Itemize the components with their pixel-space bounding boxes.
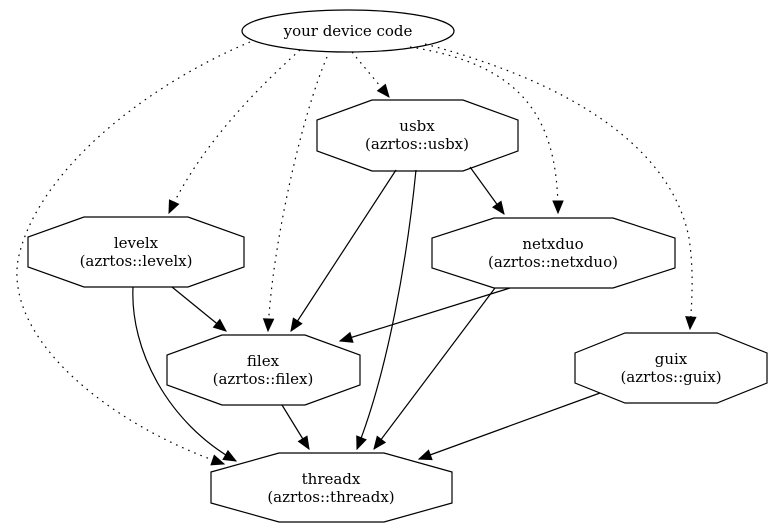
edge-netxduo-filex	[340, 287, 511, 341]
filex-label: filex	[247, 352, 280, 370]
netxduo-sublabel: (azrtos::netxduo)	[488, 253, 618, 271]
node-netxduo: netxduo (azrtos::netxduo)	[431, 217, 676, 289]
edge-usbx-threadx	[357, 169, 417, 449]
filex-octagon	[166, 334, 361, 406]
usbx-octagon	[316, 99, 519, 172]
node-usbx: usbx (azrtos::usbx)	[316, 99, 519, 172]
threadx-octagon	[210, 452, 453, 523]
guix-sublabel: (azrtos::guix)	[620, 368, 721, 386]
usbx-label: usbx	[399, 117, 435, 135]
edge-filex-threadx	[281, 404, 309, 449]
threadx-label: threadx	[302, 470, 361, 488]
filex-sublabel: (azrtos::filex)	[213, 370, 314, 388]
device-ellipse	[241, 9, 455, 53]
edge-levelx-filex	[171, 286, 226, 331]
edge-group	[16, 41, 692, 464]
edge-device-levelx	[168, 49, 301, 213]
edge-device-guix	[424, 43, 692, 329]
edge-usbx-netxduo	[469, 166, 504, 214]
netxduo-octagon	[431, 217, 676, 289]
guix-label: guix	[655, 350, 688, 368]
node-levelx: levelx (azrtos::levelx)	[27, 216, 245, 288]
edge-guix-threadx	[419, 392, 601, 459]
threadx-sublabel: (azrtos::threadx)	[267, 488, 394, 506]
levelx-sublabel: (azrtos::levelx)	[80, 252, 193, 270]
guix-octagon	[574, 332, 768, 404]
node-threadx: threadx (azrtos::threadx)	[210, 452, 453, 523]
edge-netxduo-threadx	[374, 287, 496, 449]
edge-device-filex	[268, 56, 328, 331]
netxduo-label: netxduo	[522, 235, 583, 253]
device-label: your device code	[283, 22, 413, 40]
node-device: your device code	[241, 9, 455, 53]
node-filex: filex (azrtos::filex)	[166, 334, 361, 406]
usbx-sublabel: (azrtos::usbx)	[365, 135, 469, 153]
edge-levelx-threadx	[132, 286, 236, 461]
levelx-label: levelx	[114, 234, 159, 252]
edge-usbx-filex	[291, 169, 397, 331]
levelx-octagon	[27, 216, 245, 288]
edge-device-usbx	[351, 51, 389, 97]
node-guix: guix (azrtos::guix)	[574, 332, 768, 404]
